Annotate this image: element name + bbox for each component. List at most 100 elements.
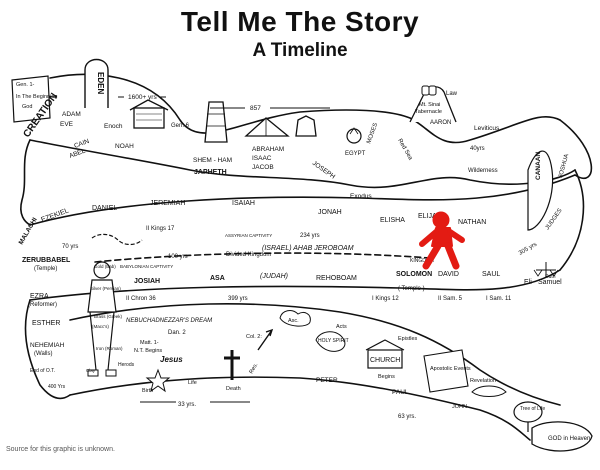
- yrs-305: 305 yrs: [518, 242, 538, 257]
- coat-icon: [295, 115, 317, 137]
- cloud-icon: [279, 310, 311, 327]
- adam-label: ADAM: [62, 111, 81, 118]
- yrs-70: 70 yrs: [62, 244, 78, 250]
- acts-label: Acts: [336, 324, 347, 330]
- yrs-399: 399 yrs: [228, 296, 248, 302]
- source-footnote: Source for this graphic is unknown.: [6, 446, 115, 453]
- red-sea-label: Red Sea: [396, 138, 413, 162]
- ezra-label: EZRA: [30, 293, 49, 300]
- law-tablets-icon: [421, 85, 437, 96]
- revelation-label: Revelation: [470, 378, 496, 384]
- death-label: Death: [226, 386, 241, 392]
- ark-icon: [129, 99, 169, 129]
- isaac-label: ISAAC: [252, 155, 272, 162]
- dream-label: NEBUCHADNEZZAR'S DREAM: [126, 318, 212, 324]
- tent-icon: [244, 117, 290, 137]
- dove-icon: [315, 331, 346, 352]
- jacob-label: JACOB: [252, 164, 274, 171]
- shem-ham-label: SHEM - HAM: [193, 157, 232, 164]
- judah-label: (JUDAH): [260, 273, 288, 280]
- judges-label: JUDGES: [545, 208, 564, 231]
- gen6-label: Gen. 6: [171, 123, 190, 129]
- abel-label: ABEL: [68, 147, 86, 159]
- zerubbabel-label: ZERUBBABEL: [22, 257, 71, 264]
- kingdom-label: KINGDOM: [410, 258, 434, 264]
- exodus-label: Exodus: [350, 193, 372, 200]
- god-label: God: [22, 104, 32, 110]
- yrs-1600: 1600+ yrs: [128, 94, 157, 101]
- tower-icon: [204, 101, 228, 143]
- enoch-label: Enoch: [104, 123, 123, 130]
- mt-sinai-label: Mt. Sinai: [419, 102, 440, 108]
- daniel-label: DANIEL: [92, 205, 117, 212]
- page-subtitle: A Timeline: [252, 40, 348, 61]
- abraham-label: ABRAHAM: [252, 146, 284, 153]
- david-label: DAVID: [438, 271, 459, 278]
- john-label: JOHN: [452, 404, 467, 410]
- elijah-label: ELIJAH: [418, 213, 442, 220]
- gen1-ref: Gen. 1-: [16, 82, 35, 88]
- god-in-heaven: GOD in Heaven: [548, 436, 590, 442]
- kings12-label: I Kings 12: [372, 296, 399, 302]
- jeremiah-label: JEREMIAH: [150, 200, 185, 207]
- zerubbabel-sub: (Temple): [34, 266, 57, 272]
- burning-bush-icon: [346, 127, 362, 144]
- divided-label: Divided Kingdom: [226, 252, 271, 258]
- matt1-label: Matt. 1-: [140, 340, 159, 346]
- statue-icon: [87, 261, 117, 377]
- page-title: Tell Me The Story: [180, 6, 420, 37]
- sam1-label: I Sam. 11: [486, 296, 512, 302]
- end-of-ot: End of O.T.: [30, 368, 55, 374]
- yrs-857: 857: [250, 105, 261, 112]
- japheth-label: JAPHETH: [194, 169, 227, 176]
- road-bottom-upper-edge: [69, 303, 561, 406]
- tree-of-life-label: Tree of Life: [520, 406, 545, 412]
- clay-label: Clay: [86, 368, 96, 373]
- temple-label: ( Temple ): [398, 286, 425, 292]
- yrs-40: 40yrs: [470, 146, 485, 152]
- eli-samuel-label: Eli - Samuel: [524, 279, 562, 286]
- ezra-sub: (Reformer): [28, 302, 57, 308]
- jonah-label: JONAH: [318, 209, 342, 216]
- yrs-33: 33 yrs.: [178, 402, 196, 408]
- macc-label: (Macc's): [92, 324, 109, 329]
- island-icon: [471, 385, 507, 397]
- joseph-label: JOSEPH: [311, 160, 337, 181]
- wilderness-label: Wilderness: [468, 168, 498, 174]
- jesus-label: Jesus: [160, 355, 183, 364]
- life-label: Life: [188, 380, 197, 386]
- asa-label: ASA: [210, 275, 225, 282]
- solomon-label: SOLOMON: [396, 271, 432, 278]
- nt-begins-label: N.T. Begins: [134, 348, 162, 354]
- moses-label: MOSES: [366, 122, 379, 144]
- herods-label: Herods: [118, 362, 135, 368]
- church-icon: [365, 339, 405, 369]
- eve-label: EVE: [60, 121, 74, 128]
- noah-label: NOAH: [115, 143, 134, 150]
- nehemiah-sub: (Walls): [34, 351, 52, 357]
- birth-label: Birth: [142, 388, 153, 394]
- brass-label: Brass (Greek): [94, 314, 123, 319]
- road-top-lower-edge: [29, 139, 576, 189]
- yrs-100: 100 yrs: [168, 254, 188, 260]
- church-label: CHURCH: [370, 357, 400, 364]
- creation-scroll: Gen. 1- In The Beginning God: [11, 75, 58, 123]
- tabernacle-label: Tabernacle: [415, 109, 442, 115]
- dan2-label: Dan. 2: [168, 330, 186, 336]
- sam5-label: II Sam. 5: [438, 296, 463, 302]
- scales-icon: [533, 262, 559, 277]
- arrow-up-icon: [257, 328, 274, 351]
- assyrian-captivity: ASSYRIAN CAPTIVITY: [225, 233, 272, 238]
- peter-label: PETER: [316, 377, 338, 384]
- heaven-scroll: [531, 421, 593, 452]
- chron36-label: II Chron 36: [126, 296, 156, 302]
- egypt-label: EGYPT: [345, 151, 366, 157]
- epistles-label: Epistles: [398, 336, 418, 342]
- ezekiel-label: EZEKIEL: [40, 207, 70, 223]
- road-middle-divider: [94, 252, 431, 263]
- left-cap-upper: [20, 139, 31, 226]
- babylonian-captivity: BABYLONIAN CAPTIVITY: [120, 264, 173, 269]
- saul-label: SAUL: [482, 271, 500, 278]
- law-label: Law: [446, 91, 458, 97]
